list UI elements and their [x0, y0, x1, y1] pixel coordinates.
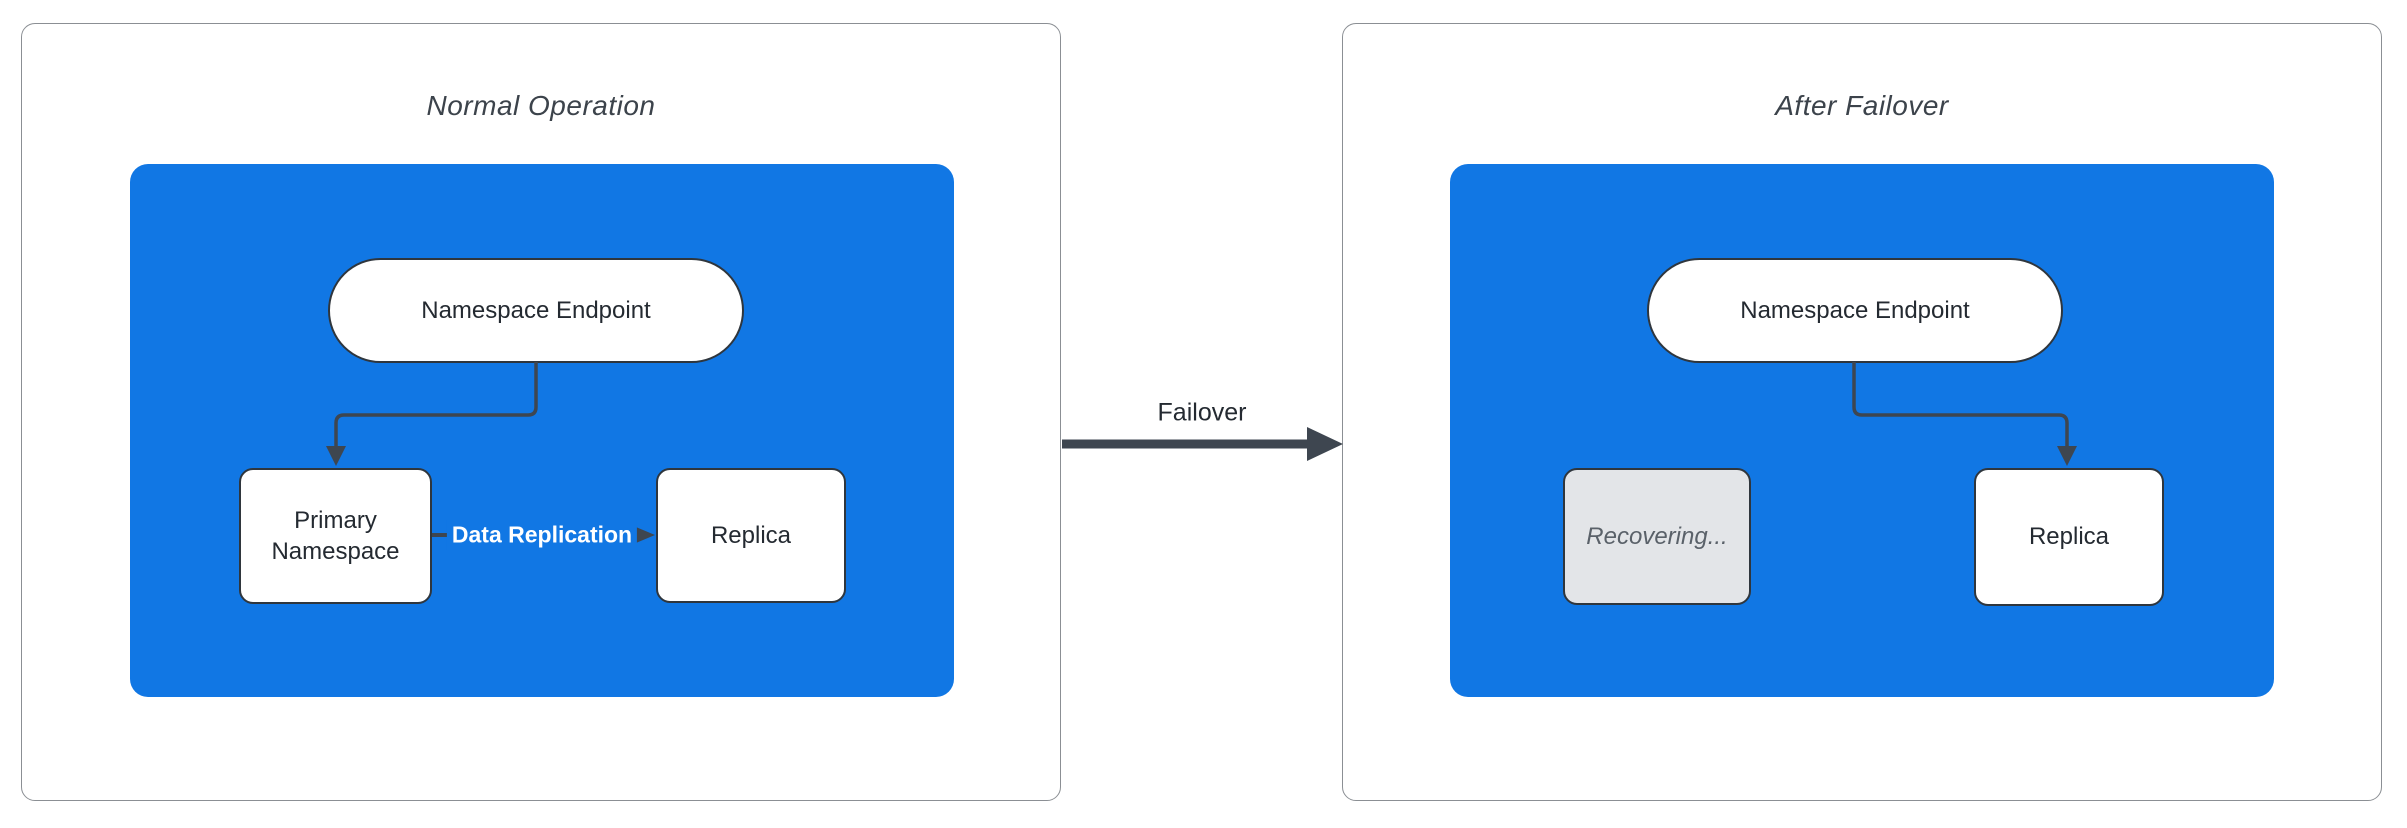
node-label: Replica [2028, 523, 2110, 551]
node-recovering: Recovering... [1563, 468, 1751, 605]
node-replica: Replica [656, 468, 846, 603]
cluster-after-failover: Namespace Endpoint Recovering... Replica [1450, 164, 2274, 697]
cluster-normal-operation: Namespace Endpoint Primary Namespace Rep… [130, 164, 954, 697]
node-replica: Replica [1974, 468, 2164, 606]
node-label: Primary Namespace [271, 506, 400, 565]
node-primary-namespace: Primary Namespace [239, 468, 432, 604]
node-label: Recovering... [1586, 522, 1728, 550]
node-label: Replica [710, 521, 792, 549]
arrowhead-failover-transition [1307, 427, 1343, 461]
transition-label-failover: Failover [1157, 398, 1247, 427]
node-label: Namespace Endpoint [421, 296, 651, 324]
node-namespace-endpoint: Namespace Endpoint [1647, 258, 2063, 363]
panel-after-failover: After Failover Namespace Endpoint Recove… [1342, 23, 2382, 801]
panel-title-normal-operation: Normal Operation [426, 90, 656, 121]
panel-title-after-failover: After Failover [1775, 90, 1949, 121]
panel-normal-operation: Normal Operation Namespace Endpoint Prim… [21, 23, 1061, 801]
node-namespace-endpoint: Namespace Endpoint [328, 258, 744, 363]
edge-label-data-replication: Data Replication [446, 519, 638, 551]
node-label: Namespace Endpoint [1740, 296, 1970, 324]
